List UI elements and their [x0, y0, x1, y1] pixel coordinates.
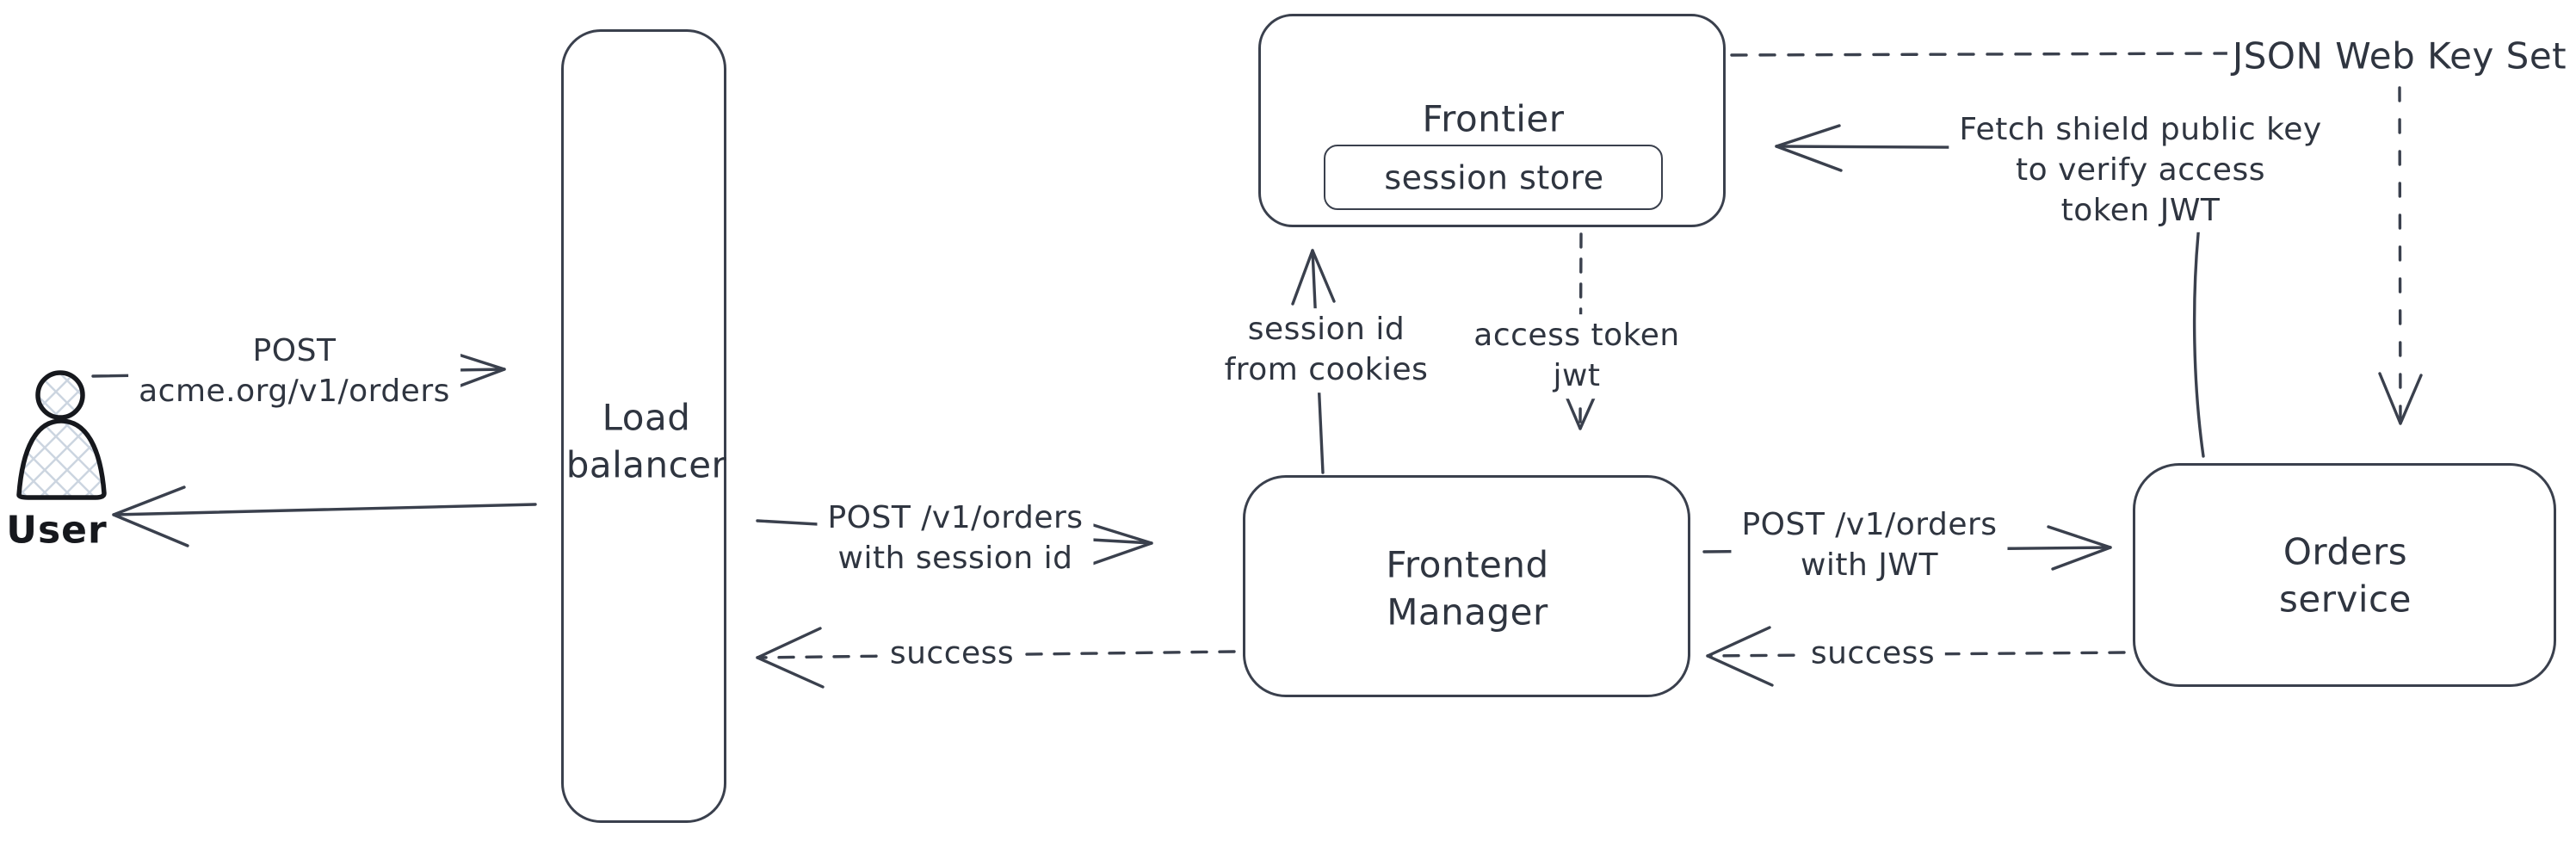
node-session-store: [1324, 145, 1663, 210]
user-head-icon: [35, 370, 85, 420]
edge-label-post-orders-session-id: POST /v1/orders with session id: [817, 497, 1094, 581]
edge-label-fetch-shield-public-key: Fetch shield public key to verify access…: [1949, 108, 2332, 233]
user-label: User: [6, 508, 108, 553]
node-load-balancer: [561, 29, 726, 823]
orders-service-label: Orders service: [2279, 530, 2412, 620]
session-store-label: session store: [1384, 158, 1604, 197]
user-body-icon: [16, 418, 107, 500]
line-frontier-to-jwks: [1730, 52, 2233, 57]
arrow-frontend-manager-to-load-balancer-success: [756, 627, 1236, 689]
edge-label-json-web-key-set: JSON Web Key Set: [2227, 33, 2573, 81]
edge-label-post-acme-orders: POST acme.org/v1/orders: [128, 330, 460, 414]
arrow-jwks-to-orders-service: [2378, 86, 2423, 425]
arrow-load-balancer-to-user: [112, 485, 537, 547]
edge-label-success-right: success: [1800, 632, 1946, 677]
load-balancer-label: Load balancer: [565, 396, 727, 485]
edge-label-post-orders-jwt: POST /v1/orders with JWT: [1731, 504, 2008, 588]
edge-label-success-left: success: [879, 632, 1025, 677]
edge-label-session-id-from-cookies: session id from cookies: [1214, 308, 1439, 393]
user-icon: [16, 370, 107, 500]
frontier-label: Frontier: [1422, 97, 1565, 140]
node-orders-service: [2133, 463, 2556, 687]
frontend-manager-label: Frontend Manager: [1386, 543, 1549, 633]
node-frontend-manager: [1243, 475, 1690, 697]
edge-label-access-token-jwt: access token jwt: [1463, 314, 1690, 399]
